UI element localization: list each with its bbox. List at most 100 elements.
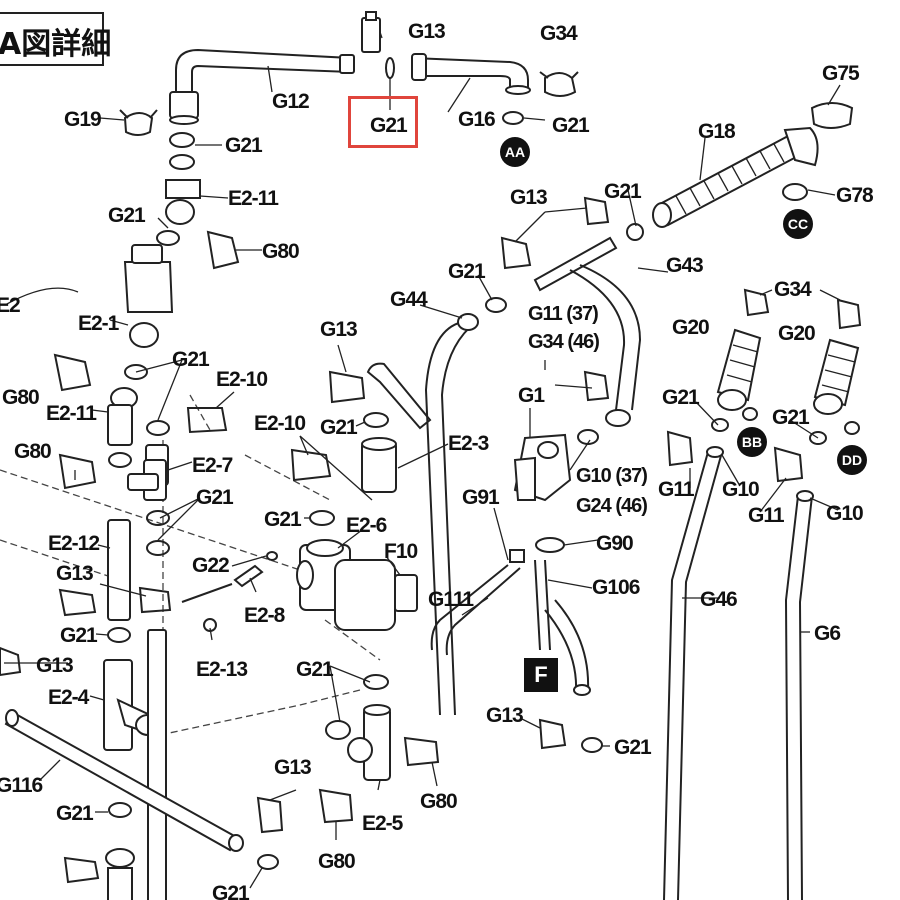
label-e2-1: E2-1	[78, 312, 120, 335]
marker-bb: BB	[737, 427, 767, 457]
label-g21: G21	[60, 624, 98, 647]
label-g80: G80	[262, 240, 299, 263]
g90-clip	[535, 537, 565, 553]
label-e2-11: E2-11	[228, 187, 279, 210]
label-e2-11: E2-11	[46, 402, 97, 425]
label-g34: G34	[540, 22, 578, 45]
g19-clip	[119, 109, 158, 136]
label-g111: G111	[428, 588, 474, 611]
label-e2-4: E2-4	[48, 686, 90, 709]
label-g18: G18	[698, 120, 736, 143]
g34-top-clip	[539, 71, 579, 97]
g106-g111-pipes	[430, 549, 603, 753]
g43-pipe	[500, 196, 644, 445]
g11-clips	[666, 430, 804, 483]
g18-corrugated-pipe	[652, 102, 854, 228]
label-g13: G13	[510, 186, 547, 209]
label-g21: G21	[614, 736, 652, 759]
label-g13: G13	[408, 20, 445, 43]
label-e2-13: E2-13	[196, 658, 247, 681]
g16-pipe	[411, 53, 531, 125]
label-g13: G13	[486, 704, 523, 727]
label-g22: G22	[192, 554, 229, 577]
label-g21: G21	[772, 406, 810, 429]
label-g21: G21	[448, 260, 486, 283]
label-f10: F10	[384, 540, 418, 563]
label-g21: G21	[196, 486, 234, 509]
marker-aa: AA	[500, 137, 530, 167]
label-g13: G13	[320, 318, 357, 341]
label-g90: G90	[596, 532, 633, 555]
label-g46: G46	[700, 588, 737, 611]
label-g116: G116	[0, 774, 43, 797]
label-g20: G20	[672, 316, 709, 339]
label-g19: G19	[64, 108, 101, 131]
label-g12: G12	[272, 90, 309, 113]
g44-pipe	[424, 297, 507, 716]
label-e2: E2	[0, 294, 20, 317]
svg-text:AA: AA	[505, 144, 525, 160]
label-g44: G44	[390, 288, 428, 311]
title-box	[0, 12, 104, 66]
label-g10: G10	[722, 478, 759, 501]
g12-elbow-pipe	[169, 48, 355, 125]
label-g80: G80	[420, 790, 457, 813]
g46-pipe	[663, 418, 729, 900]
label-g21: G21	[604, 180, 642, 203]
left-clips	[0, 230, 240, 884]
label-g80: G80	[318, 850, 355, 873]
label-e2-10: E2-10	[254, 412, 305, 435]
label-g34-46: G34 (46)	[528, 331, 599, 353]
highlight-box	[348, 96, 418, 148]
label-g80: G80	[2, 386, 39, 409]
g21-o-ring-highlighted	[385, 57, 395, 79]
left-assembly	[103, 132, 201, 900]
g1-component	[513, 433, 572, 502]
label-g106: G106	[592, 576, 640, 599]
label-g21: G21	[296, 658, 334, 681]
middle-assembly	[181, 362, 432, 632]
label-g6: G6	[814, 622, 840, 645]
diagram-title: A図詳細	[0, 27, 112, 62]
label-e2-6: E2-6	[346, 514, 387, 537]
label-g21: G21	[320, 416, 358, 439]
label-g80: G80	[14, 440, 51, 463]
lower-middle-assembly	[256, 674, 440, 834]
svg-text:DD: DD	[842, 452, 862, 468]
svg-text:BB: BB	[742, 434, 762, 450]
leader-lines	[4, 31, 841, 889]
label-g13: G13	[36, 654, 73, 677]
label-g10: G10	[826, 502, 863, 525]
label-g21: G21	[225, 134, 263, 157]
label-e2-3: E2-3	[448, 432, 489, 455]
marker-dd: DD	[837, 445, 867, 475]
label-g21: G21	[212, 882, 250, 900]
label-g10-37: G10 (37)	[576, 465, 647, 487]
e2-7-tee	[127, 459, 167, 501]
label-e2-10: E2-10	[216, 368, 267, 391]
label-g11: G11	[748, 504, 785, 527]
label-g75: G75	[822, 62, 860, 85]
g6-pipe	[784, 431, 827, 900]
label-g1: G1	[518, 384, 545, 407]
label-g13: G13	[274, 756, 311, 779]
label-g11: G11	[658, 478, 695, 501]
g13-top-clip	[361, 11, 381, 53]
g20-hoses	[716, 288, 862, 435]
label-g13: G13	[56, 562, 93, 585]
label-g91: G91	[462, 486, 500, 509]
label-g21: G21	[108, 204, 146, 227]
g116-pipe	[4, 709, 279, 870]
label-e2-12: E2-12	[48, 532, 99, 555]
label-g21: G21	[172, 348, 210, 371]
label-e2-5: E2-5	[362, 812, 404, 835]
label-g21: G21	[264, 508, 302, 531]
label-g21-highlighted: G21	[370, 114, 408, 137]
label-e2-8: E2-8	[244, 604, 286, 627]
label-g21: G21	[56, 802, 94, 825]
svg-text:F: F	[534, 662, 547, 687]
label-g34: G34	[774, 278, 812, 301]
marker-f: F	[524, 658, 558, 692]
label-g11-37: G11 (37)	[528, 303, 598, 325]
label-g16: G16	[458, 108, 495, 131]
